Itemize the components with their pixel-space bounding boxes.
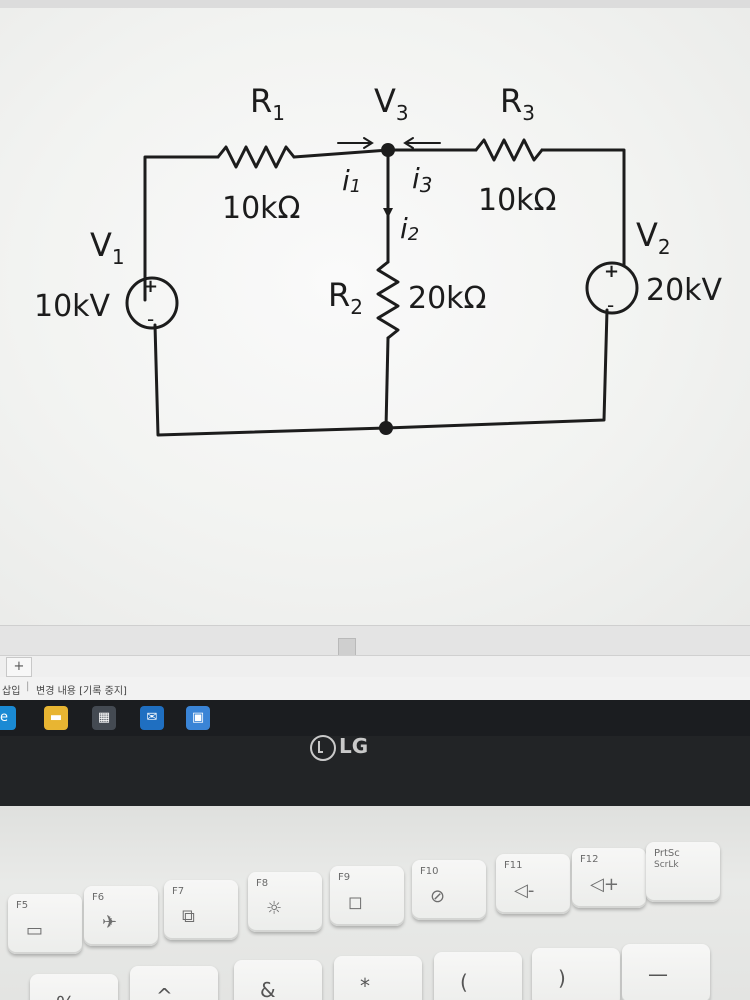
- key-f12[interactable]: F12 ◁+: [572, 848, 646, 908]
- v2-minus-sign: -: [607, 293, 614, 317]
- key-symbol[interactable]: *: [334, 956, 422, 1000]
- scrollbar-thumb[interactable]: [338, 638, 356, 656]
- key-label: F7: [172, 886, 185, 897]
- file-explorer-icon[interactable]: ▬: [44, 706, 68, 730]
- status-track-changes[interactable]: 변경 내용 [기록 중지]: [36, 686, 127, 697]
- active-app-icon[interactable]: ▣: [186, 706, 210, 730]
- key-f10[interactable]: F10 ⊘: [412, 860, 486, 920]
- key-symbol[interactable]: (: [434, 952, 522, 1000]
- brand-name: LG: [339, 734, 369, 758]
- label-i2: i2: [400, 212, 419, 245]
- key-label: F9: [338, 872, 351, 883]
- key-function-icon: ✈: [102, 912, 118, 933]
- key-function-icon: ☼: [266, 898, 283, 919]
- add-sheet-button[interactable]: +: [6, 657, 32, 677]
- source-v1-symbol: [125, 276, 179, 330]
- wire-top-left: [143, 155, 220, 302]
- key-symbol-label: *: [360, 974, 370, 998]
- key-label: F10: [420, 866, 439, 877]
- key-symbol[interactable]: ^: [130, 966, 218, 1000]
- value-v1: 10kV: [34, 289, 111, 324]
- key-function-icon: ▭: [26, 920, 44, 941]
- node-bottom-dot: [379, 421, 393, 435]
- status-insert-mode: 삽입: [2, 686, 21, 697]
- brand-logo: LG: [310, 733, 369, 761]
- key-sublabel: ScrLk: [654, 860, 679, 870]
- key-symbol-label: %: [56, 992, 75, 1000]
- mail-icon[interactable]: ✉: [140, 706, 164, 730]
- circuit-diagram: + - + - R1 10kΩ V3 R3 10kΩ: [34, 82, 723, 437]
- key-function-icon: ◁-: [514, 880, 535, 901]
- key-f7[interactable]: F7 ⧉: [164, 880, 238, 940]
- key-label: PrtSc: [654, 848, 680, 859]
- wire-left-bottom: [153, 323, 388, 437]
- key-symbol[interactable]: —: [622, 944, 710, 1000]
- key-label: F5: [16, 900, 29, 911]
- keyboard: F5 ▭ F6 ✈ F7 ⧉ F8 ☼ F9 ◻ F10 ⊘ F11 ◁- F12 ◁+ PrtScScrLk%…: [0, 806, 750, 1000]
- laptop-screen: + - + - R1 10kΩ V3 R3 10kΩ: [0, 0, 750, 700]
- value-v2: 20kV: [646, 273, 723, 308]
- label-v1: V1: [90, 226, 125, 269]
- sheet-tab-bar: +: [0, 655, 750, 678]
- key-symbol[interactable]: &: [234, 960, 322, 1000]
- node-v3-dot: [381, 143, 395, 157]
- label-v3: V3: [374, 82, 409, 125]
- current-i1-arrow: [337, 137, 374, 149]
- key-function-icon: ⧉: [182, 906, 195, 927]
- key-symbol-label: &: [260, 978, 276, 1000]
- label-i3: i3: [412, 162, 433, 197]
- key-f6[interactable]: F6 ✈: [84, 886, 158, 946]
- label-r1: R1: [250, 82, 285, 125]
- resistor-r2-symbol: [376, 260, 400, 340]
- v1-plus-sign: +: [143, 276, 158, 297]
- v2-plus-sign: +: [604, 261, 619, 282]
- label-r2: R2: [328, 276, 363, 319]
- laptop-bezel: [0, 736, 750, 806]
- label-r3: R3: [500, 82, 535, 125]
- key-symbol-label: —: [648, 962, 668, 986]
- key-symbol-label: (: [460, 970, 468, 994]
- label-i1: i1: [342, 164, 361, 197]
- label-v2: V2: [636, 216, 671, 259]
- key-label: F11: [504, 860, 523, 871]
- wire-r1-node: [292, 148, 390, 159]
- key-f11[interactable]: F11 ◁-: [496, 854, 570, 914]
- key-symbol[interactable]: %: [30, 974, 118, 1000]
- resistor-r3-symbol: [474, 138, 544, 162]
- lg-face-icon: [310, 734, 336, 761]
- wire-top-right: [540, 148, 626, 267]
- current-i3-arrow: [403, 137, 441, 149]
- key-label: F12: [580, 854, 599, 865]
- key-f5[interactable]: F5 ▭: [8, 894, 82, 954]
- key-function-icon: ⊘: [430, 886, 446, 907]
- key-label: F6: [92, 892, 105, 903]
- key-function-icon: ◻: [348, 892, 363, 913]
- horizontal-scrollbar[interactable]: [0, 625, 750, 656]
- document-area: + - + - R1 10kΩ V3 R3 10kΩ: [0, 0, 750, 625]
- store-icon[interactable]: ▦: [92, 706, 116, 730]
- key-symbol-label: ^: [156, 984, 173, 1000]
- wire-right-bottom: [384, 308, 609, 430]
- value-r3: 10kΩ: [478, 183, 556, 218]
- resistor-r1-symbol: [216, 145, 296, 169]
- window-top-strip: [0, 0, 750, 8]
- edge-icon[interactable]: e: [0, 706, 16, 730]
- key-symbol-label: ): [558, 966, 566, 990]
- key-symbol[interactable]: ): [532, 948, 620, 1000]
- status-separator: |: [26, 681, 30, 692]
- value-r2: 20kΩ: [408, 281, 486, 316]
- value-r1: 10kΩ: [222, 191, 300, 226]
- taskbar: e ▬ ▦ ✉ ▣: [0, 700, 750, 736]
- key-f8[interactable]: F8 ☼: [248, 872, 322, 932]
- key-f9[interactable]: F9 ◻: [330, 866, 404, 926]
- status-bar: 삽입 | 변경 내용 [기록 중지]: [0, 677, 750, 700]
- key-label: F8: [256, 878, 269, 889]
- source-v2-symbol: [585, 261, 639, 315]
- current-i2-arrow: [383, 208, 393, 218]
- key-function-icon: ◁+: [590, 874, 619, 895]
- wire-r2-bottom: [384, 336, 390, 430]
- v1-minus-sign: -: [147, 307, 154, 331]
